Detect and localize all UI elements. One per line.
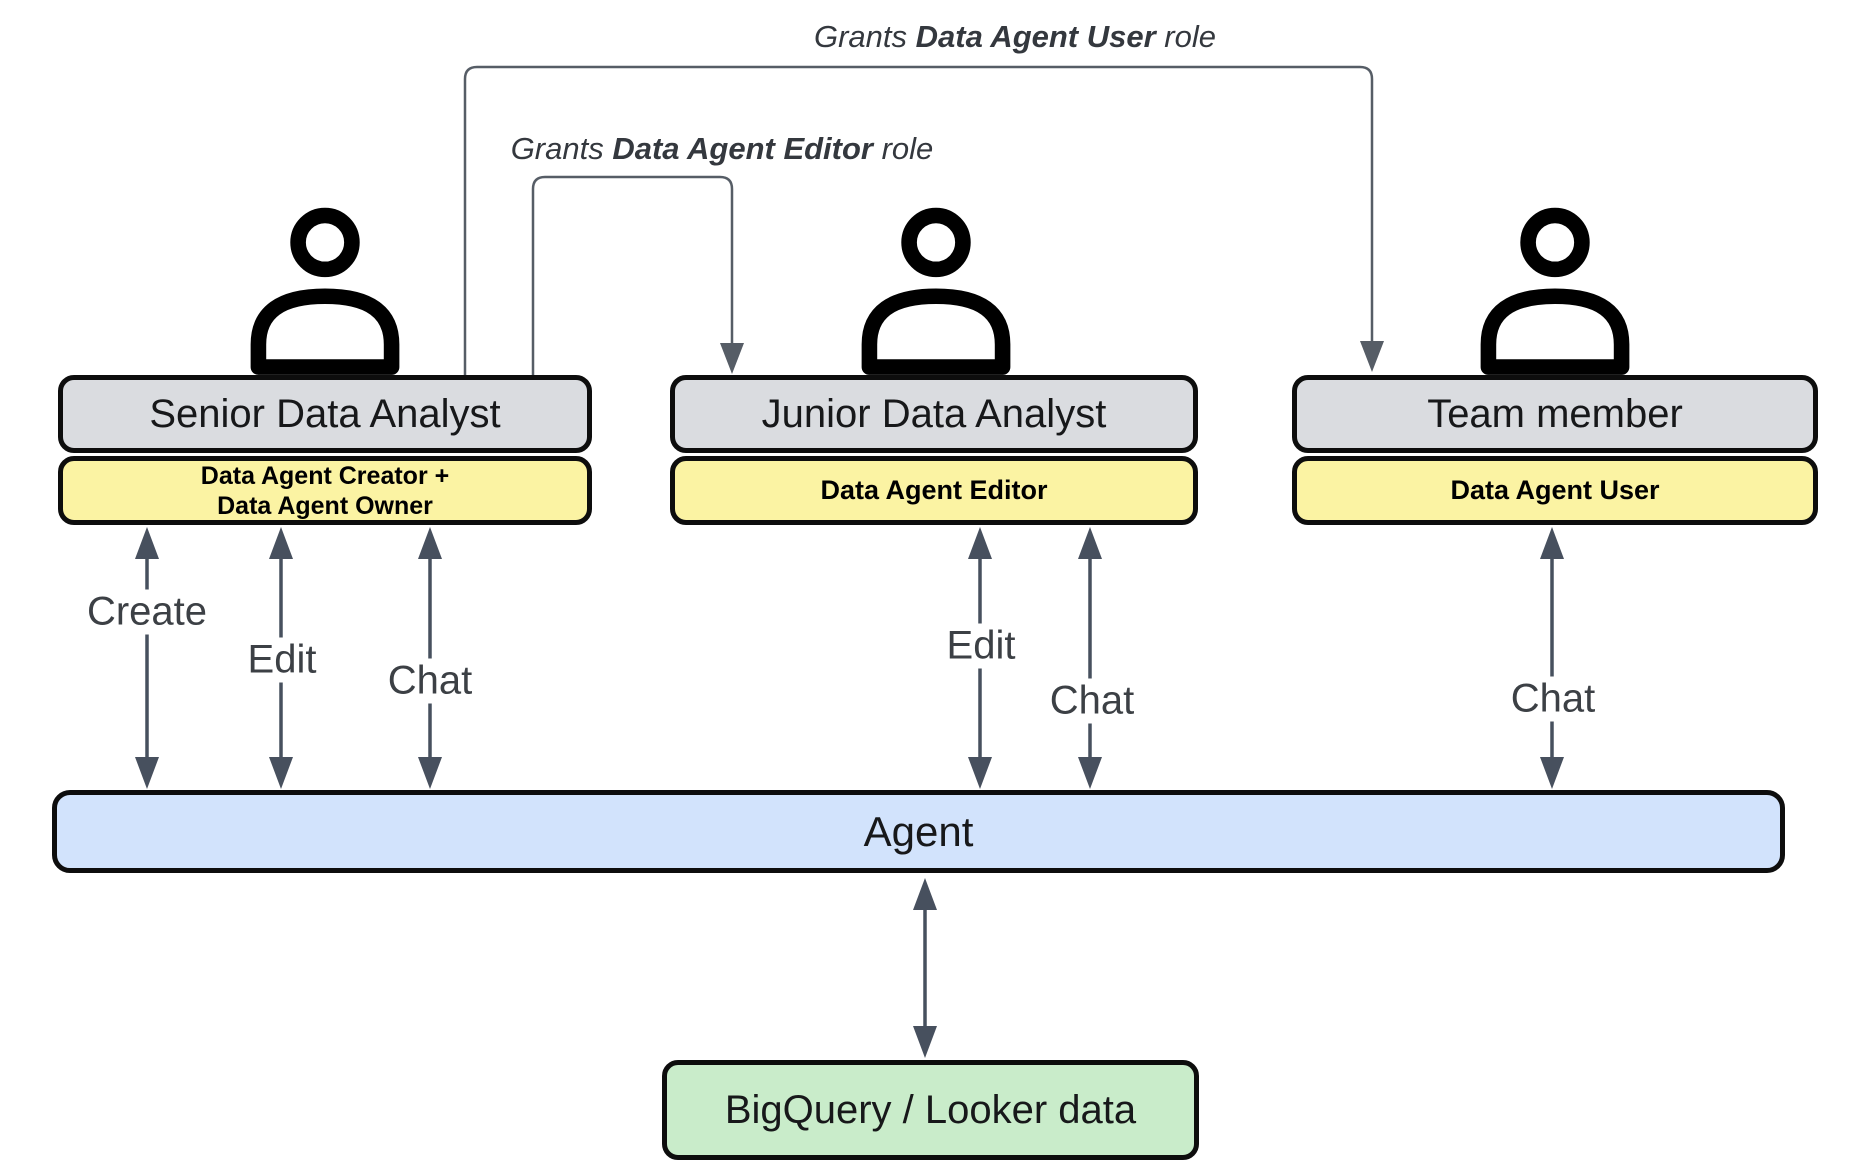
grant-user-label: Grants Data Agent User role [814,19,1216,55]
role-label: Data Agent User [1450,474,1660,505]
person-icon [1480,207,1630,375]
grant-editor-role-name: Data Agent Editor [612,131,873,166]
action-label-chat-junior: Chat [1041,678,1143,724]
person-icon [861,207,1011,375]
arrowhead-down-icon [720,343,744,374]
role-box-junior: Data Agent Editor [670,456,1198,525]
grant-editor-prefix: Grants [510,131,613,166]
action-label-create: Create [78,589,216,635]
action-label-edit-junior: Edit [938,623,1024,669]
grant-editor-label: Grants Data Agent Editor role [511,131,934,167]
persona-title-junior: Junior Data Analyst [670,375,1198,453]
role-label: Data Agent Creator + [200,461,450,490]
agent-label: Agent [863,807,974,855]
persona-title-team: Team member [1292,375,1818,453]
action-label-chat-senior: Chat [379,658,481,704]
datasource-box: BigQuery / Looker data [662,1060,1199,1160]
action-label-chat-team: Chat [1502,676,1604,722]
agent-datasource-arrow [913,878,937,1058]
persona-title-senior: Senior Data Analyst [58,375,592,453]
role-box-senior: Data Agent Creator + Data Agent Owner [58,456,592,525]
role-label: Data Agent Owner [217,491,433,520]
action-label-edit-senior: Edit [239,637,325,683]
persona-title-label: Team member [1427,391,1683,436]
agent-bar: Agent [52,790,1785,873]
grant-user-prefix: Grants [814,19,916,54]
grant-user-suffix: role [1155,19,1216,54]
junior-chat-arrow [1078,527,1102,789]
arrowhead-down-icon [1360,341,1384,372]
persona-title-label: Senior Data Analyst [149,391,501,436]
grant-user-role-name: Data Agent User [915,19,1156,54]
role-label: Data Agent Editor [820,474,1048,505]
person-icon [250,207,400,375]
team-chat-arrow [1540,527,1564,789]
persona-title-label: Junior Data Analyst [761,391,1107,436]
grant-user-connector [463,65,1384,378]
create-arrow [135,527,159,789]
datasource-label: BigQuery / Looker data [724,1087,1137,1132]
senior-chat-arrow [418,527,442,789]
role-box-team: Data Agent User [1292,456,1818,525]
grant-editor-suffix: role [872,131,934,166]
grant-editor-connector [531,175,744,378]
